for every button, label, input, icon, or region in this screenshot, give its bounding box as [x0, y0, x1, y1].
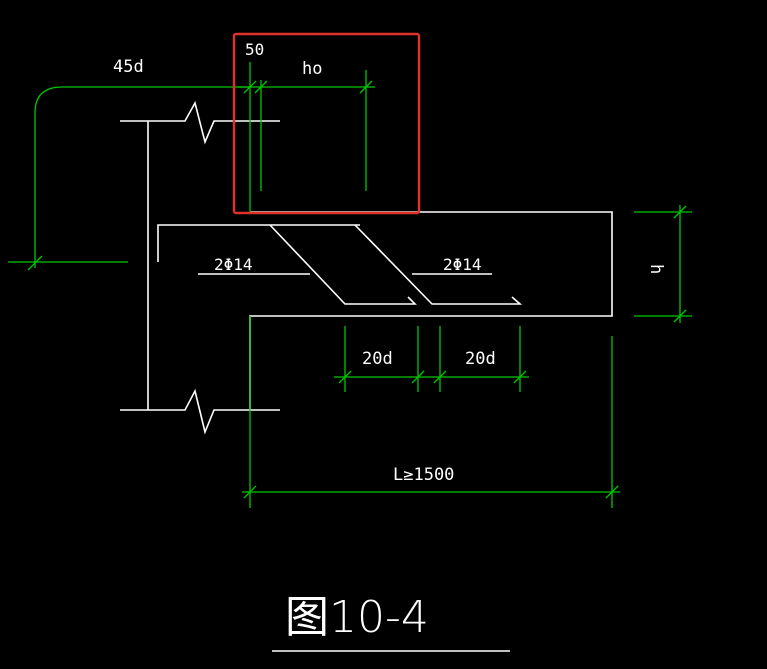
span-label: L≥1500 — [393, 465, 454, 485]
ho-tick-b — [254, 80, 268, 94]
h-tick-top — [673, 205, 687, 219]
ho-tick-c — [359, 80, 373, 94]
bent-bar-right — [354, 224, 523, 305]
effective-depth-label: ho — [302, 59, 322, 79]
anchor-curve — [34, 86, 250, 268]
d20-tick-a — [338, 370, 352, 384]
d20-tick-b — [411, 370, 425, 384]
bottom-break-line — [120, 388, 280, 435]
span-tick-left — [243, 485, 257, 499]
top-break-line — [120, 100, 280, 145]
ho-tick-a — [243, 80, 257, 94]
bent-bar-left — [269, 224, 417, 305]
height-label: h — [646, 264, 666, 274]
d20-tick-c — [433, 370, 447, 384]
top-bar — [157, 224, 360, 262]
dimension-lines — [8, 62, 692, 508]
d20-tick-d — [513, 370, 527, 384]
anchor-length-label: 45d — [113, 57, 144, 77]
rebar-right-label: 2Φ14 — [443, 255, 482, 274]
h-tick-bottom — [673, 309, 687, 323]
highlight-box — [232, 32, 421, 215]
anchor-tick — [27, 255, 43, 271]
bend-left-label: 20d — [362, 349, 393, 369]
span-tick-right — [605, 485, 619, 499]
cover-label: 50 — [245, 40, 264, 59]
drawing-labels: 45d 50 ho 2Φ14 2Φ14 h 20d 20d L≥1500 图10… — [113, 40, 666, 643]
bend-right-label: 20d — [465, 349, 496, 369]
figure-title: 图10-4 — [285, 592, 429, 643]
rebar-left-label: 2Φ14 — [214, 255, 253, 274]
